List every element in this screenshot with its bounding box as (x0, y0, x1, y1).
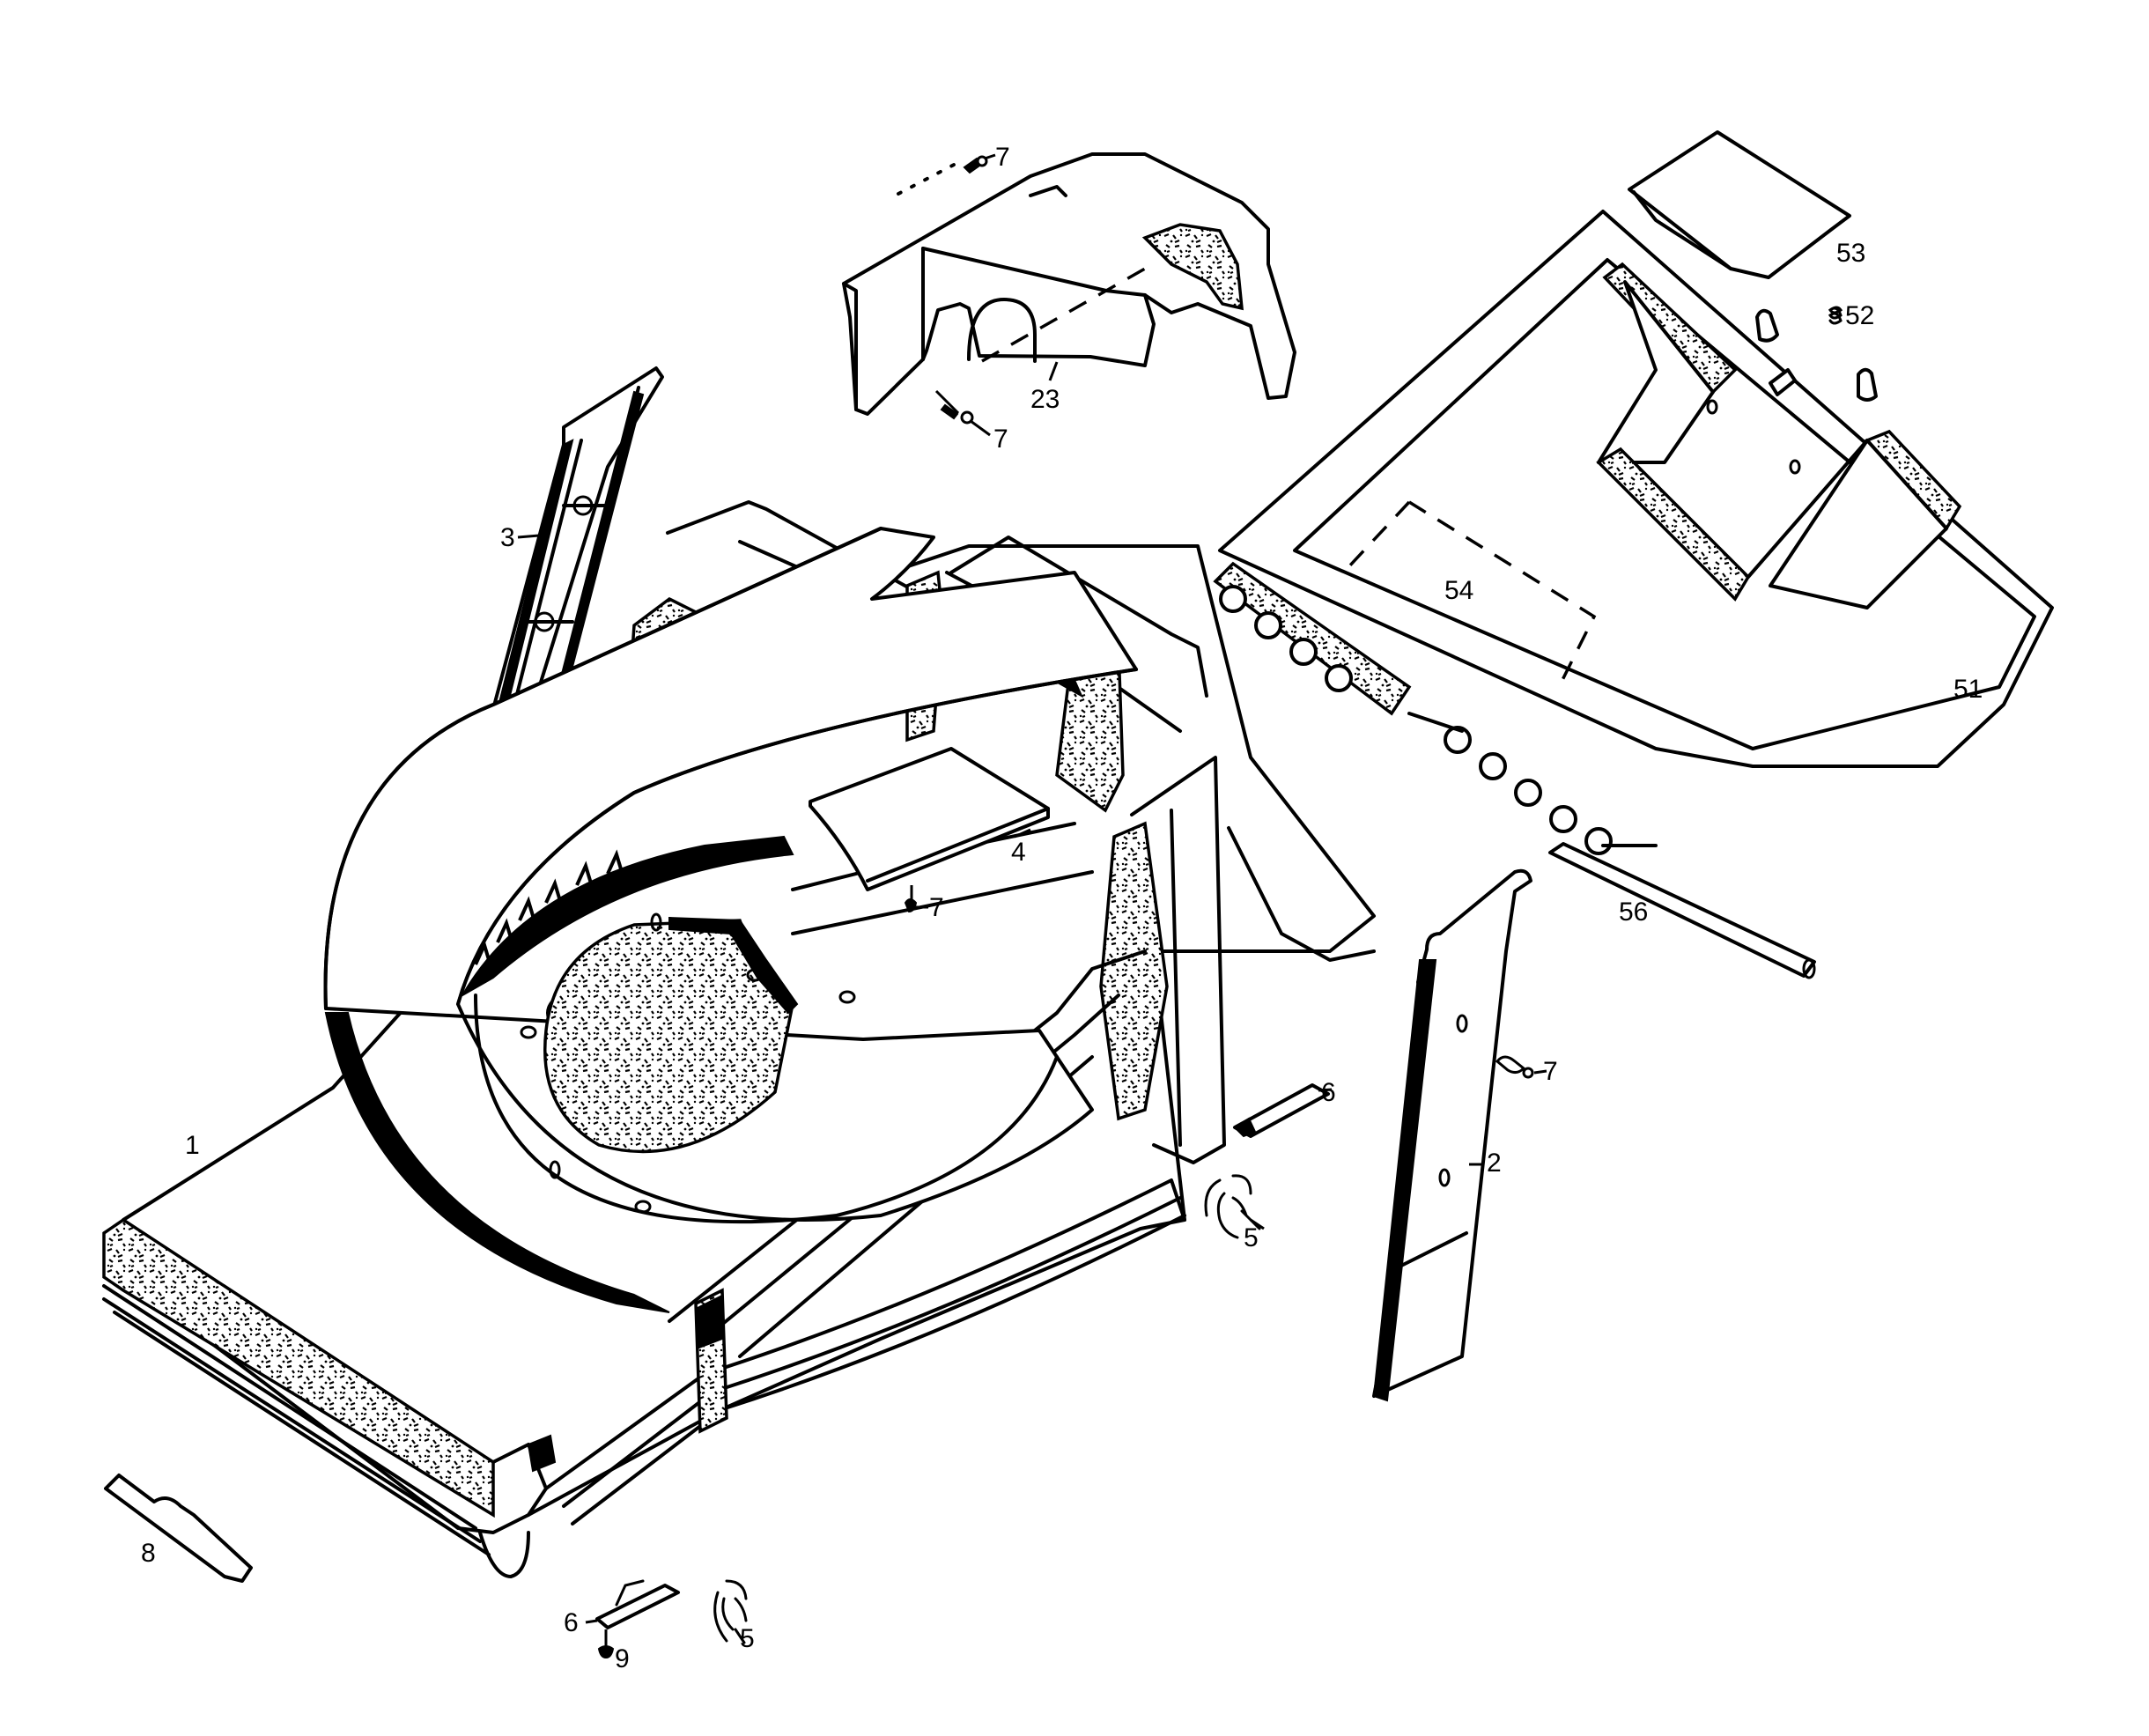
fan-housing (323, 527, 1138, 1313)
clip-right (1204, 1174, 1265, 1239)
screw-guard-top (963, 153, 996, 174)
callout-7-trim: 7 (1543, 1057, 1558, 1086)
side-trim-right-part (1372, 868, 1532, 1402)
callout-3: 3 (500, 523, 515, 552)
callout-8: 8 (141, 1539, 156, 1568)
grass-box-lid-part (1213, 210, 2054, 855)
hinge-barrels (1219, 585, 1613, 855)
label-area-outline (1346, 500, 1597, 688)
callout-51: 51 (1953, 675, 1983, 704)
screw-trim (1495, 1055, 1547, 1079)
callout-7-deck: 7 (929, 893, 944, 922)
rear-guard-part (842, 152, 1296, 416)
callout-6-right: 6 (1321, 1078, 1336, 1107)
screw-deck (904, 885, 928, 913)
lid-flap-part (1628, 130, 1851, 279)
callout-4: 4 (1011, 838, 1026, 867)
leader-23 (1048, 361, 1059, 381)
callout-9: 9 (615, 1644, 630, 1673)
leader-4 (1014, 828, 1031, 838)
leader-3 (517, 534, 540, 539)
callout-5-right: 5 (1244, 1223, 1259, 1252)
callout-52: 52 (1845, 301, 1874, 330)
callout-2: 2 (1487, 1149, 1502, 1178)
callout-53: 53 (1836, 239, 1865, 268)
callout-56: 56 (1619, 898, 1648, 927)
hinge-rod-part (1548, 842, 1816, 979)
bracket-front (585, 1579, 680, 1629)
callout-6-front: 6 (564, 1608, 579, 1637)
callout-labels: 1 2 3 4 5 5 6 6 7 7 7 7 8 9 23 51 52 53 … (141, 143, 1983, 1673)
spring-part (1828, 306, 1843, 325)
callout-1: 1 (185, 1131, 200, 1160)
front-plate (104, 1474, 253, 1583)
screw-guard-bottom (934, 389, 991, 437)
clip-front (713, 1579, 748, 1644)
bracket-right (1233, 1083, 1333, 1138)
callout-7-guard-bottom: 7 (993, 425, 1008, 454)
callout-23: 23 (1030, 385, 1060, 414)
callout-54: 54 (1444, 576, 1473, 605)
flap-plate-part (809, 747, 1050, 891)
callout-5-front: 5 (740, 1624, 755, 1653)
callout-7-guard-top: 7 (995, 143, 1010, 172)
rivet (597, 1629, 615, 1659)
